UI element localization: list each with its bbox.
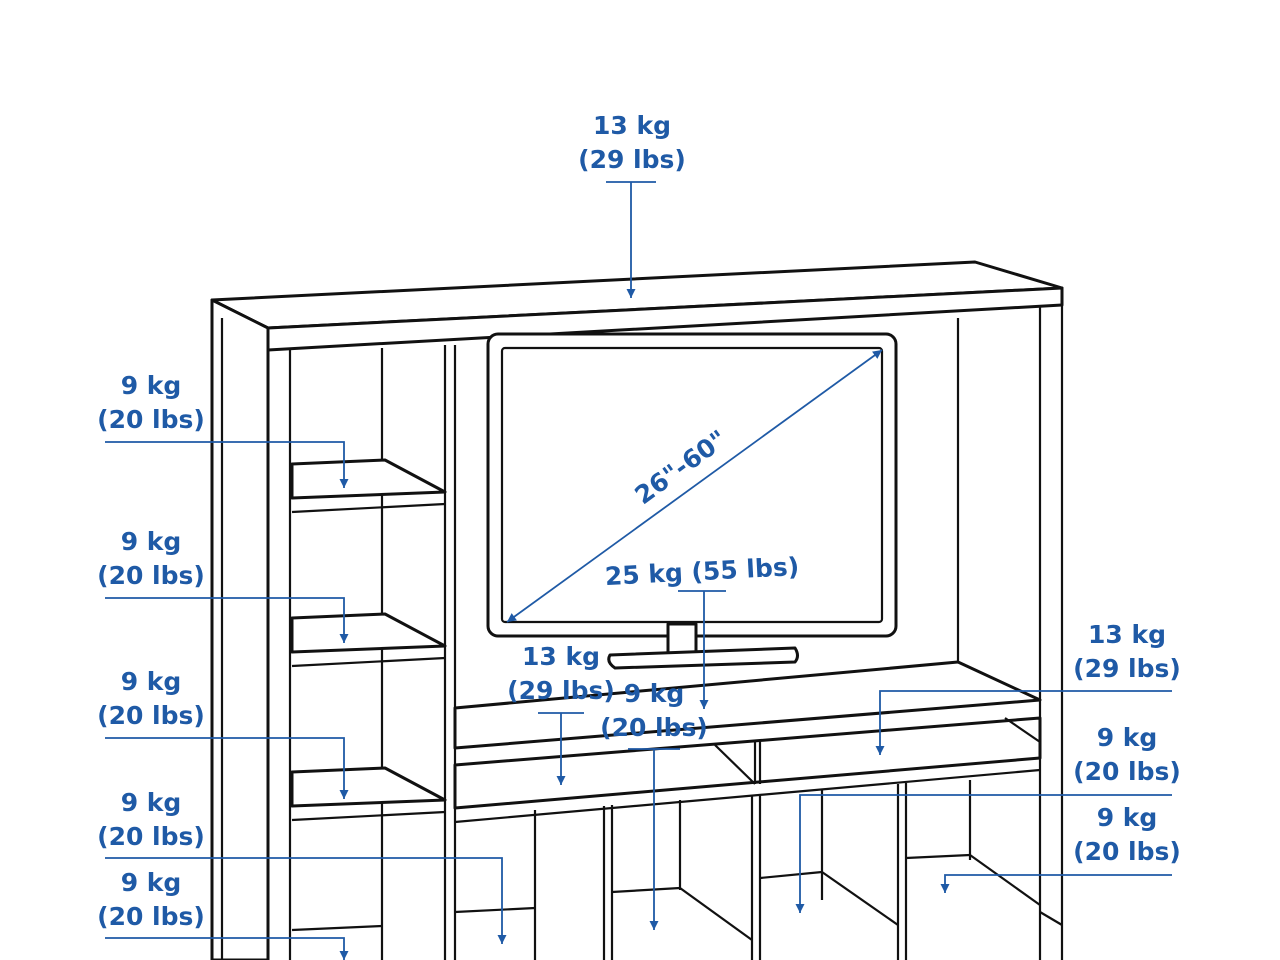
annotation-leaders bbox=[105, 181, 1172, 960]
leader-arrowhead bbox=[339, 951, 349, 960]
load-label-top-lbs: (29 lbs) bbox=[578, 145, 686, 174]
load-label-left-1-kg: 9 kg bbox=[121, 371, 182, 400]
leader-arrowhead bbox=[649, 921, 659, 930]
leader-line bbox=[105, 597, 345, 643]
load-label-left-2-lbs: (20 lbs) bbox=[97, 561, 205, 590]
left-shelf bbox=[290, 612, 447, 654]
leader-arrowhead bbox=[339, 634, 349, 643]
load-label-center-kg: 9 kg bbox=[624, 679, 685, 708]
tv-diagonal-line bbox=[506, 349, 883, 623]
leader-arrowhead bbox=[940, 884, 950, 893]
load-label-right-2-lbs: (20 lbs) bbox=[1073, 837, 1181, 866]
load-label-right-1-lbs: (20 lbs) bbox=[1073, 757, 1181, 786]
load-label-center-left-kg: 13 kg bbox=[522, 642, 600, 671]
load-label-left-1-lbs: (20 lbs) bbox=[97, 405, 205, 434]
load-label-center-lbs: (20 lbs) bbox=[600, 713, 708, 742]
leader-arrowhead bbox=[339, 479, 349, 488]
tv-diagonal-arrowhead bbox=[507, 613, 517, 622]
leader-line bbox=[105, 441, 345, 488]
left-shelf bbox=[290, 766, 447, 808]
load-label-left-3-kg: 9 kg bbox=[121, 667, 182, 696]
load-label-left-5-kg: 9 kg bbox=[121, 868, 182, 897]
left-side-panel-front bbox=[210, 298, 270, 960]
leader-line bbox=[105, 737, 345, 799]
load-label-right-drawer-lbs: (29 lbs) bbox=[1073, 654, 1181, 683]
furniture-outline bbox=[210, 260, 1064, 960]
leader-line bbox=[628, 748, 680, 930]
leader-arrowhead bbox=[875, 746, 885, 755]
leader-arrowhead bbox=[699, 700, 709, 709]
load-label-left-2-kg: 9 kg bbox=[121, 527, 182, 556]
leader-line bbox=[879, 690, 1172, 755]
load-label-right-1-kg: 9 kg bbox=[1097, 723, 1158, 752]
load-label-center-left-lbs: (29 lbs) bbox=[507, 676, 615, 705]
load-label-left-3-lbs: (20 lbs) bbox=[97, 701, 205, 730]
tv-diagonal-arrowhead bbox=[872, 350, 882, 359]
leader-arrowhead bbox=[795, 904, 805, 913]
tv-stand-neck bbox=[666, 622, 698, 656]
leader-arrowhead bbox=[556, 776, 566, 785]
load-label-right-2-kg: 9 kg bbox=[1097, 803, 1158, 832]
leader-line bbox=[105, 857, 503, 944]
load-label-top-kg: 13 kg bbox=[593, 111, 671, 140]
leader-line bbox=[678, 590, 726, 709]
leader-arrowhead bbox=[339, 790, 349, 799]
load-label-left-4-lbs: (20 lbs) bbox=[97, 822, 205, 851]
drawer-row bbox=[453, 716, 1042, 810]
leader-arrowhead bbox=[626, 289, 636, 298]
leader-line bbox=[799, 794, 1172, 913]
leader-line bbox=[944, 874, 1172, 893]
load-label-left-5-lbs: (20 lbs) bbox=[97, 902, 205, 931]
leader-line bbox=[538, 712, 584, 785]
annotation-labels: 13 kg (29 lbs) 9 kg (20 lbs) 9 kg (20 lb… bbox=[97, 111, 1181, 931]
leader-arrowhead bbox=[497, 935, 507, 944]
load-label-right-drawer-kg: 13 kg bbox=[1088, 620, 1166, 649]
leader-line bbox=[606, 181, 656, 298]
load-label-left-4-kg: 9 kg bbox=[121, 788, 182, 817]
